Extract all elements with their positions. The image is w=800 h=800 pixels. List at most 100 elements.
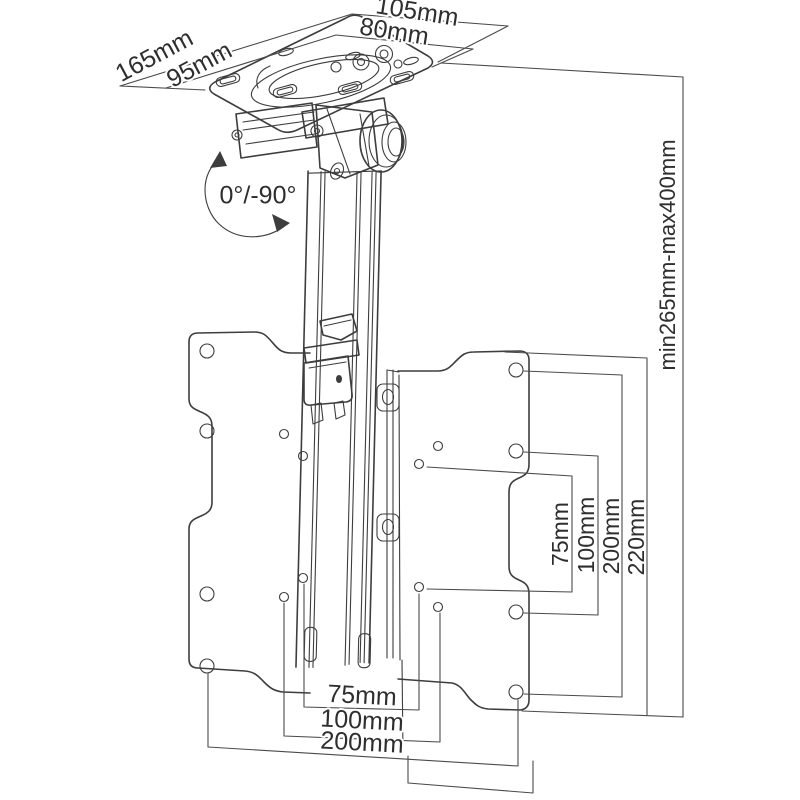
mounting-hole-200 (199, 423, 215, 439)
sliding-clamp (303, 313, 360, 425)
mounting-hole-100 (432, 440, 444, 452)
bolt-icon (356, 57, 366, 67)
bolt-icon (330, 61, 342, 73)
clamp-wedge-edge (323, 319, 352, 327)
mounting-hole-75 (297, 450, 309, 462)
knob-rim-inner (368, 114, 404, 168)
ceiling-plate (208, 14, 434, 134)
hook-body (376, 513, 400, 542)
hook-body (376, 383, 400, 412)
dim-label-v200: 200mm (598, 498, 624, 575)
ceiling-plate-outline (208, 14, 434, 134)
vesa-right-wing (397, 350, 530, 711)
h75-dim (303, 583, 420, 711)
hinge-body-edges (326, 108, 370, 175)
tilt-annotation: 0°/-90° (204, 151, 298, 238)
mounting-hole-75 (413, 581, 425, 593)
column-foot-tab (357, 633, 372, 669)
clamp-front-edge (308, 361, 347, 369)
latch-hole (333, 167, 341, 175)
dim-connector (437, 25, 509, 63)
slot-hole-inner (393, 73, 411, 83)
dim-label-v75: 75mm (547, 502, 573, 566)
h100-dim (283, 602, 441, 743)
plate-mounting-slots (215, 47, 419, 98)
opening-lip (256, 65, 271, 89)
column-foot-tab (303, 626, 318, 662)
dim-label-v100: 100mm (573, 497, 599, 574)
dim-label-h200: 200mm (320, 726, 405, 758)
mounting-hole-75 (297, 572, 309, 584)
h200-dim (207, 673, 519, 767)
mounting-hole-200 (199, 658, 215, 674)
tilt-knob (359, 109, 407, 173)
mounting-hole-200 (199, 586, 215, 602)
tilt-range-label: 0°/-90° (220, 182, 297, 210)
dim-connector (119, 85, 206, 91)
slot-hole (215, 73, 241, 87)
vertical-vesa-dimensions: 75mm 100mm 200mm 220mm (426, 351, 651, 716)
mounting-hole-200 (508, 362, 524, 378)
mounting-hole-100 (278, 428, 290, 440)
slot-hole (389, 71, 415, 85)
clamp-screw-icon (336, 375, 342, 383)
mounting-hole-200 (508, 604, 524, 620)
knob-face (381, 121, 407, 163)
dim-rail-80 (335, 34, 474, 50)
slot-hole-inner (276, 86, 294, 96)
slot-hole (272, 84, 298, 98)
dim-rail-105 (351, 13, 509, 27)
vesa-plate (188, 331, 530, 711)
bolt-icon (352, 53, 370, 71)
dim-label-h100: 100mm (320, 704, 405, 736)
arm-bolt-icon (231, 129, 243, 141)
bolt-icon (374, 44, 394, 64)
folding-arm (235, 102, 318, 159)
hook-knob (381, 388, 395, 406)
plate-center-opening (250, 54, 392, 108)
vesa-mounting-holes (199, 343, 524, 700)
height-dimension: min265mm-max400mm (440, 62, 684, 718)
slot-hole-inner (219, 75, 237, 85)
plate-center-opening-inner (268, 58, 380, 100)
slot-hole-inner (341, 83, 359, 93)
bolt-icon (393, 59, 403, 69)
inner-slide-rail (376, 369, 404, 754)
base-ext-dim (407, 755, 534, 794)
hook-knob (381, 518, 395, 536)
v100-dim (523, 451, 599, 616)
oval-hole (345, 51, 361, 61)
latch-detail (329, 162, 345, 180)
oval-hole (403, 56, 419, 66)
height-ext-top (440, 62, 684, 78)
column-rails (295, 170, 382, 668)
arrowhead-right-icon (272, 214, 290, 232)
horizontal-vesa-dimensions: 75mm 100mm 200mm (207, 583, 534, 794)
dim-rail-165 (119, 13, 353, 87)
rail-hook-upper (376, 383, 400, 412)
mounting-hole-200 (199, 343, 215, 359)
mounting-hole-100 (278, 591, 290, 603)
v75-dim (426, 466, 573, 593)
clamp-foot (310, 402, 324, 425)
arm-bolt-icon (234, 132, 240, 138)
dim-label-h75: 75mm (327, 680, 398, 712)
rail-hook-lower (376, 513, 400, 542)
arm-rod (242, 111, 316, 145)
clamp-wedge (319, 313, 358, 341)
clamp-foot (333, 400, 346, 420)
clamp-top (303, 339, 360, 364)
plate-bolts (330, 44, 403, 73)
v220-dim (504, 351, 648, 716)
clamp-front (303, 355, 353, 406)
arrowhead-up-icon (210, 151, 227, 168)
top-dimension-lines: 165mm 95mm 105mm 80mm (109, 0, 509, 95)
v200-dim (523, 370, 623, 698)
oval-hole (278, 47, 294, 57)
dim-rail-95 (165, 34, 337, 89)
bolt-icon (379, 49, 389, 59)
dim-connector (431, 48, 474, 68)
hinge-assembly (231, 97, 407, 180)
mounting-hole-100 (432, 601, 444, 613)
tilt-arc (204, 157, 284, 238)
